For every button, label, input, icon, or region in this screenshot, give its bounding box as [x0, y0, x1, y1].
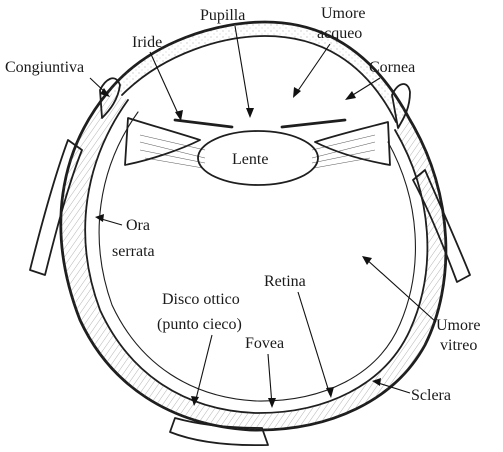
label-lente: Lente — [232, 151, 268, 168]
label-umore-vitreo-2: vitreo — [440, 337, 477, 354]
label-disco-ottico-1: Disco ottico — [162, 291, 240, 308]
conjunctiva-shape — [100, 78, 410, 128]
label-umore-acqueo-2: acqueo — [317, 25, 362, 42]
label-umore-acqueo-1: Umore — [321, 5, 365, 22]
label-disco-ottico-2: (punto cieco) — [157, 316, 242, 333]
label-sclera: Sclera — [411, 387, 451, 404]
label-iride: Iride — [132, 34, 162, 51]
label-umore-vitreo-1: Umore — [436, 317, 480, 334]
label-ora-serrata-1: Ora — [126, 217, 150, 234]
label-cornea: Cornea — [369, 59, 415, 76]
label-ora-serrata-2: serrata — [112, 243, 155, 260]
label-fovea: Fovea — [245, 335, 284, 352]
label-congiuntiva: Congiuntiva — [5, 59, 84, 76]
label-retina: Retina — [264, 273, 306, 290]
label-pupilla: Pupilla — [200, 7, 245, 24]
